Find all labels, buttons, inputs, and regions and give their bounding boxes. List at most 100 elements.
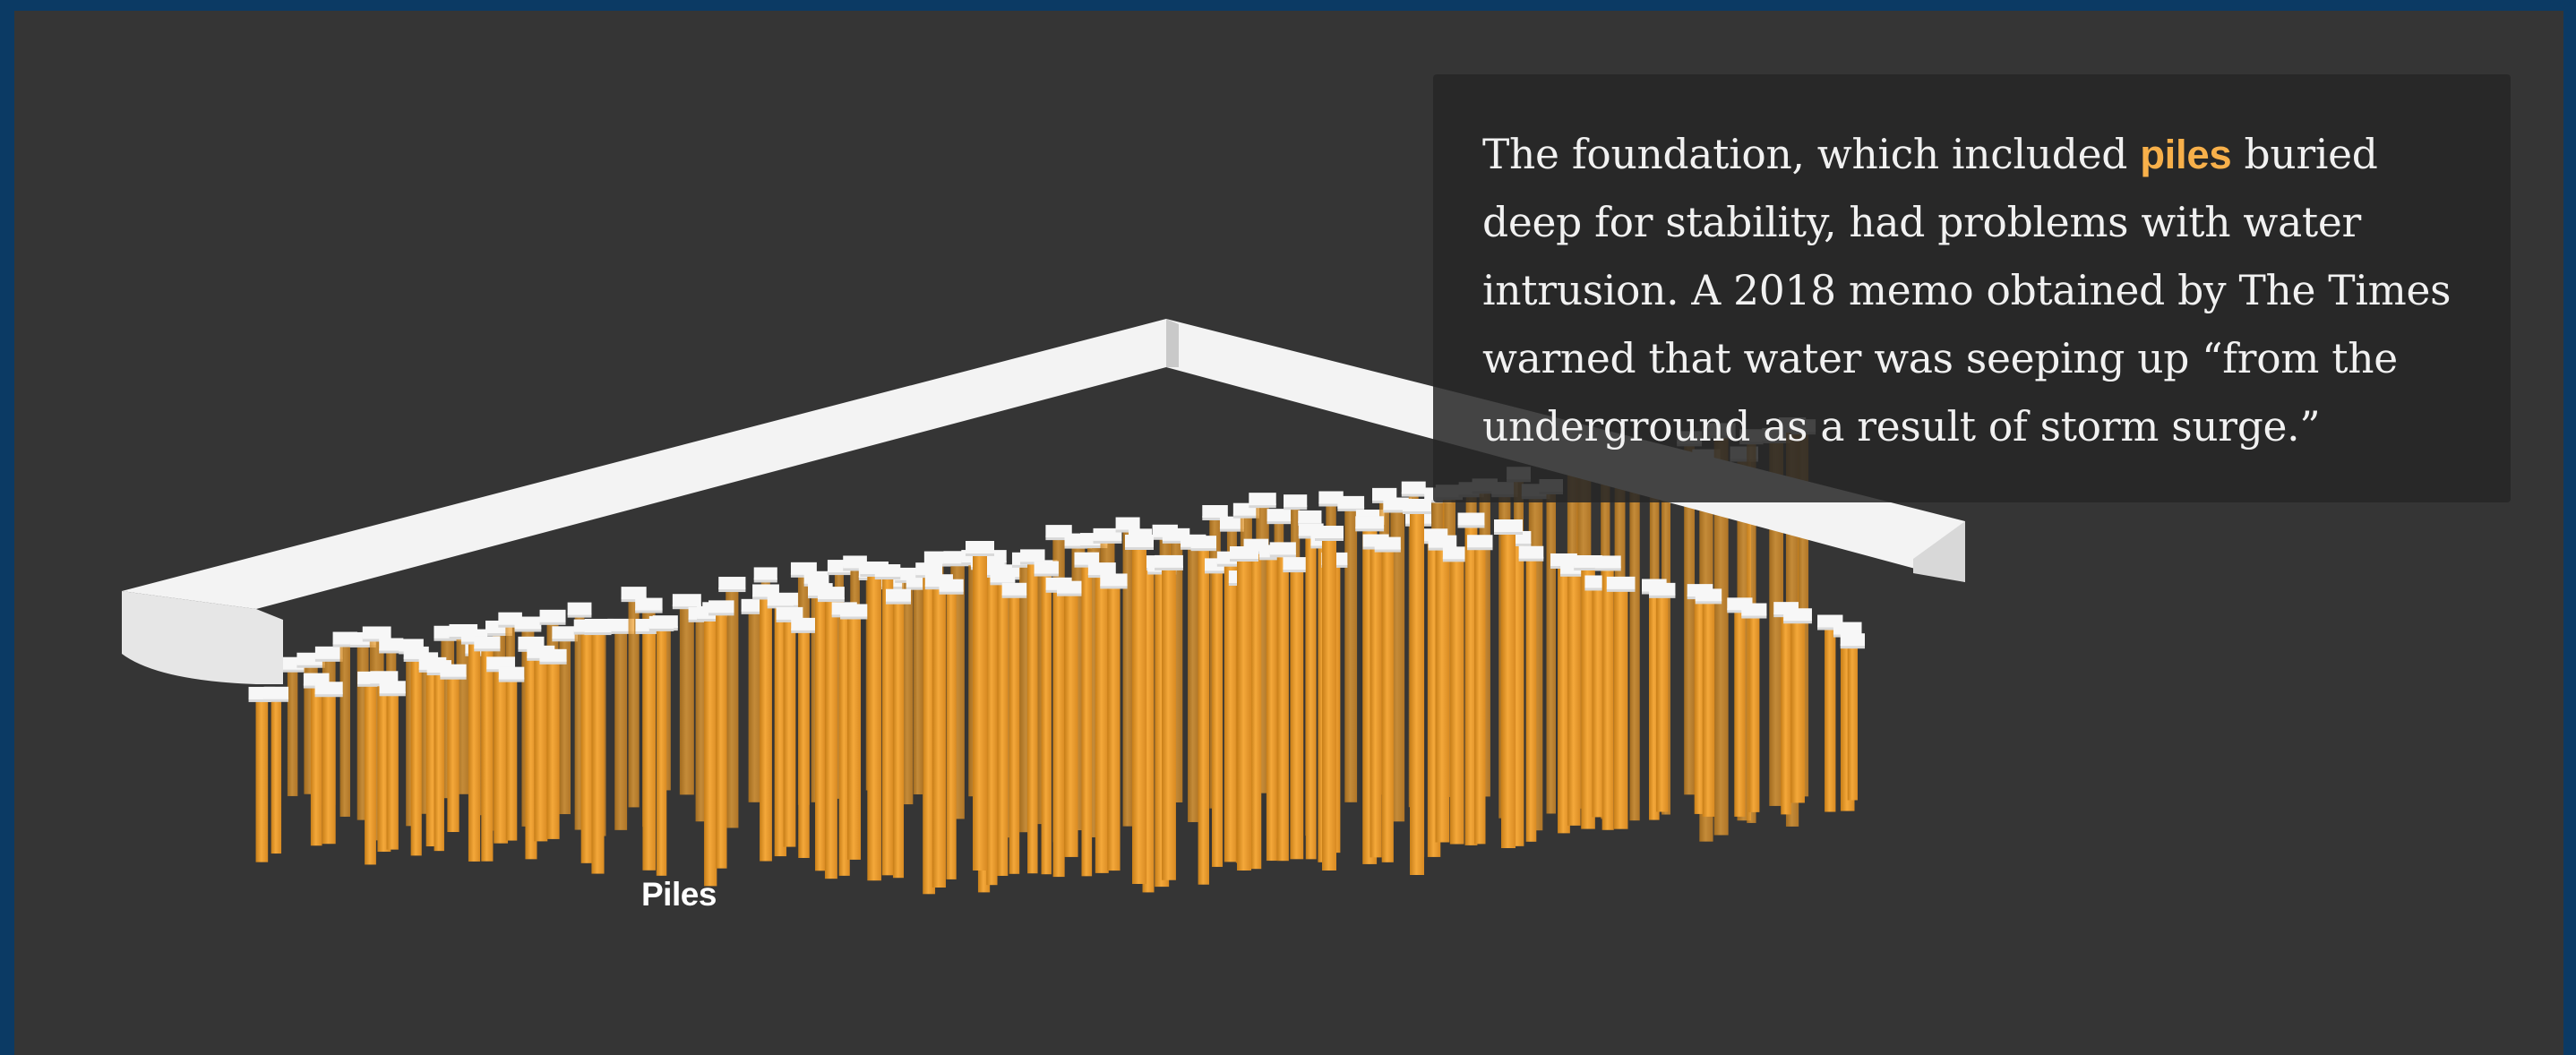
pile <box>1074 552 1100 877</box>
pile <box>648 615 674 876</box>
pile-shaft <box>1041 570 1052 875</box>
pile-cap-side <box>708 611 734 616</box>
pile-cap <box>370 671 399 684</box>
pile-shaft <box>902 576 914 805</box>
pile <box>1087 562 1116 873</box>
pile-shaft <box>1847 642 1859 801</box>
pile-shaft <box>1095 571 1109 873</box>
pile <box>1337 495 1365 802</box>
pile-shaft <box>270 695 282 854</box>
pile-shaft <box>287 665 298 796</box>
pile-shaft <box>1656 591 1669 812</box>
pile-cap <box>1298 510 1322 523</box>
pile-cap <box>403 646 429 659</box>
pile-cap <box>990 570 1016 583</box>
pile-cap-side <box>635 629 664 634</box>
pile-cap-side <box>514 627 542 632</box>
pile-cap-side <box>1162 538 1190 544</box>
pile-cap-side <box>362 637 391 642</box>
pile-cap <box>1155 554 1183 568</box>
pile-cap-side <box>1155 565 1183 570</box>
pile-shaft <box>946 588 957 879</box>
pile <box>1034 561 1059 875</box>
pile-cap-side <box>1204 569 1231 574</box>
pile-cap-side <box>753 578 777 583</box>
pile-cap <box>514 616 542 630</box>
pile-shaft <box>1081 561 1093 877</box>
pile <box>1001 582 1027 874</box>
pile-cap <box>635 597 663 611</box>
pile-cap-side <box>1494 530 1523 535</box>
pile <box>1817 614 1843 812</box>
pile <box>776 606 803 847</box>
pile-cap-side <box>939 589 964 595</box>
pile-shaft <box>1825 623 1836 812</box>
pile-shaft <box>1748 612 1760 812</box>
pile-cap <box>776 606 803 620</box>
pile-cap <box>1403 499 1431 511</box>
pile-cap <box>840 604 869 617</box>
pile-cap-side <box>379 648 404 654</box>
pile-shaft <box>783 615 796 847</box>
pile <box>1457 512 1485 845</box>
pile-cap <box>1057 580 1086 594</box>
pile-shaft <box>892 597 905 879</box>
pile-cap-side <box>874 575 901 580</box>
pile <box>840 604 869 860</box>
pile <box>718 577 746 828</box>
pile <box>567 602 592 830</box>
pile-cap <box>263 686 289 699</box>
pile <box>791 617 817 858</box>
pile-shaft <box>913 583 923 794</box>
pile-cap <box>607 618 635 631</box>
pile-shaft <box>1009 591 1020 874</box>
pile-shaft <box>525 645 537 860</box>
pile <box>498 666 525 841</box>
pile-cap-side <box>791 628 817 633</box>
pile-cap <box>1267 509 1292 522</box>
pile-cap <box>1087 562 1116 576</box>
pile-cap <box>708 600 734 613</box>
pile-cap-side <box>860 571 889 577</box>
pile-cap <box>584 620 612 633</box>
pile <box>885 588 912 879</box>
pile-shaft <box>1601 564 1614 830</box>
pile <box>1125 535 1154 884</box>
pile-cap <box>966 541 994 553</box>
pile-cap-side <box>1695 599 1722 605</box>
pile-cap-side <box>607 629 635 634</box>
pile-cap-side <box>1057 591 1086 596</box>
pile-cap <box>1034 561 1059 574</box>
pile-shaft <box>1052 586 1065 878</box>
pile-cap <box>1269 542 1296 555</box>
pile-cap <box>1649 582 1676 596</box>
pile-shaft <box>726 586 739 828</box>
pile-cap <box>1190 536 1216 549</box>
pile <box>1606 576 1636 829</box>
pile-shaft <box>798 626 810 858</box>
pile-cap <box>314 646 343 659</box>
pile-cap-side <box>672 605 701 610</box>
pile <box>440 664 467 833</box>
pile-cap <box>672 594 701 607</box>
pile-cap <box>314 682 343 695</box>
pile <box>1649 582 1676 812</box>
pile-cap-side <box>1249 503 1276 509</box>
pile-cap <box>648 615 674 629</box>
pile <box>1315 526 1344 871</box>
pile-cap <box>440 664 467 677</box>
pile-shaft <box>716 609 727 869</box>
pile-shaft <box>1162 563 1176 880</box>
pile <box>1190 536 1216 885</box>
caption-text-after: buried deep for stability, had problems … <box>1482 131 2451 450</box>
pile-cap-side <box>1442 557 1472 562</box>
pile-cap-side <box>1606 587 1636 592</box>
pile-shaft <box>628 596 640 808</box>
pile-cap <box>939 579 964 592</box>
pile-cap <box>885 588 912 602</box>
pile-cap <box>1318 491 1344 504</box>
pile-cap-side <box>485 630 512 636</box>
pile <box>1518 545 1544 842</box>
pile-cap-side <box>1503 541 1532 546</box>
pile-cap-side <box>1216 562 1246 567</box>
